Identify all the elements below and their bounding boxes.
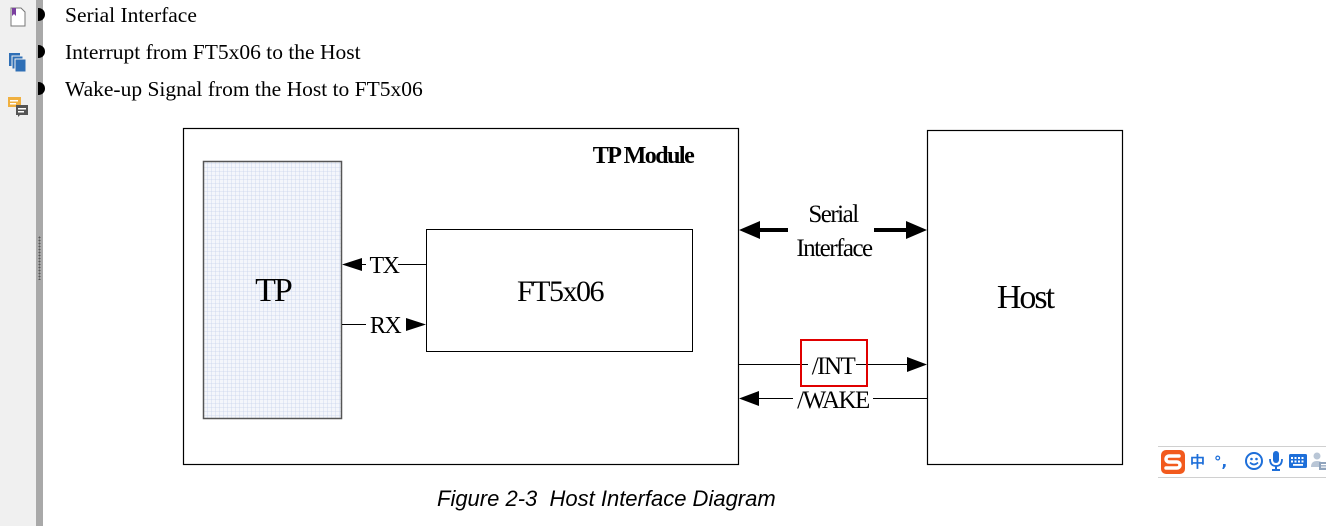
rx-arrowhead-icon xyxy=(406,318,426,331)
wake-label: /WAKE xyxy=(797,387,870,414)
serial-label-line2: Interface xyxy=(796,235,873,262)
bullet-text: Interrupt from FT5x06 to the Host xyxy=(65,40,361,64)
serial-label-line1: Serial xyxy=(808,201,859,228)
tx-arrowhead-icon xyxy=(342,258,362,271)
int-arrowhead-icon xyxy=(907,357,927,372)
bullet-icon xyxy=(38,82,45,95)
tx-label: TX xyxy=(370,253,400,279)
host-label: Host xyxy=(997,279,1056,316)
host-box xyxy=(926,129,1124,466)
ft5x06-label: FT5x06 xyxy=(517,275,605,308)
left-sidebar xyxy=(0,0,36,526)
wake-arrowhead-icon xyxy=(739,391,759,406)
page-thumbnail-icon[interactable] xyxy=(7,6,29,28)
copy-pages-icon[interactable] xyxy=(7,51,29,73)
bullet-icon xyxy=(38,8,45,21)
ft5x06-chip-box xyxy=(426,229,693,352)
ime-toolbar: 中 °, xyxy=(1158,446,1326,478)
serial-right-shaft xyxy=(874,228,908,232)
serial-right-arrowhead-icon xyxy=(906,221,927,239)
microphone-icon[interactable] xyxy=(1268,450,1284,474)
int-highlight-box[interactable] xyxy=(800,339,868,387)
tp-panel xyxy=(202,160,343,420)
figure-caption: Figure 2-3 Host Interface Diagram xyxy=(437,486,776,511)
emoji-icon[interactable] xyxy=(1244,451,1264,475)
user-account-icon[interactable] xyxy=(1310,450,1326,474)
sidebar-splitter[interactable] xyxy=(36,0,43,526)
serial-left-shaft xyxy=(758,228,788,232)
tp-label: TP xyxy=(255,272,292,309)
keyboard-icon[interactable] xyxy=(1288,453,1308,477)
bullet-icon xyxy=(38,45,45,58)
list-item: Wake-up Signal from the Host to FT5x06 xyxy=(38,74,423,111)
list-item: Interrupt from FT5x06 to the Host xyxy=(38,37,423,74)
splitter-grip-icon xyxy=(38,236,41,280)
document-page: Serial Interface Interrupt from FT5x06 t… xyxy=(38,0,1326,526)
serial-left-arrowhead-icon xyxy=(739,221,760,239)
input-mode-toggle[interactable]: 中 xyxy=(1190,453,1206,471)
rx-label: RX xyxy=(370,313,402,339)
bullet-text: Wake-up Signal from the Host to FT5x06 xyxy=(65,77,423,101)
sogou-logo-icon[interactable] xyxy=(1160,449,1186,475)
int-label: /INT xyxy=(812,353,856,380)
list-item: Serial Interface xyxy=(38,0,423,37)
comments-icon[interactable] xyxy=(7,96,29,118)
bullet-list: Serial Interface Interrupt from FT5x06 t… xyxy=(38,0,423,111)
tp-module-title: TP Module xyxy=(593,143,695,169)
punctuation-toggle[interactable]: °, xyxy=(1214,453,1228,471)
bullet-text: Serial Interface xyxy=(65,3,197,27)
